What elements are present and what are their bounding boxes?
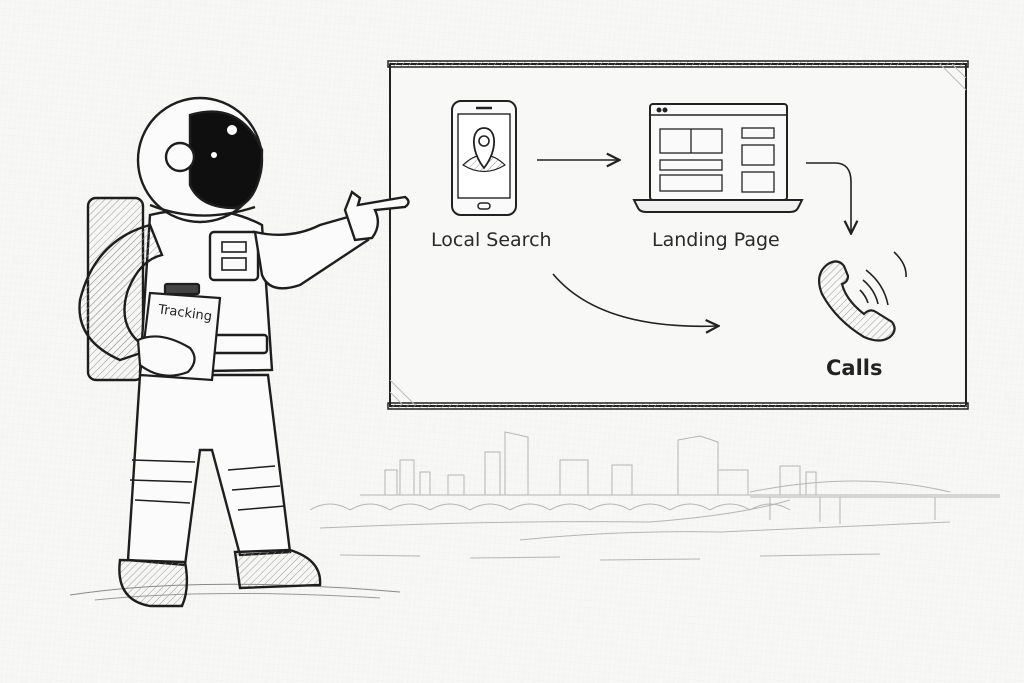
clipboard-icon — [136, 282, 222, 382]
local-search-label: Local Search — [431, 229, 552, 251]
arrow-local-to-calls — [552, 273, 717, 326]
arrow-landing-to-calls — [806, 162, 851, 232]
astronaut-figure — [69, 96, 410, 608]
city-skyline — [309, 431, 1000, 561]
laptop-webpage-icon — [632, 103, 804, 213]
landing-page-label: Landing Page — [652, 229, 780, 251]
smartphone-map-pin-icon — [451, 100, 517, 216]
ringing-phone-icon — [817, 251, 907, 342]
calls-label: Calls — [826, 356, 883, 380]
